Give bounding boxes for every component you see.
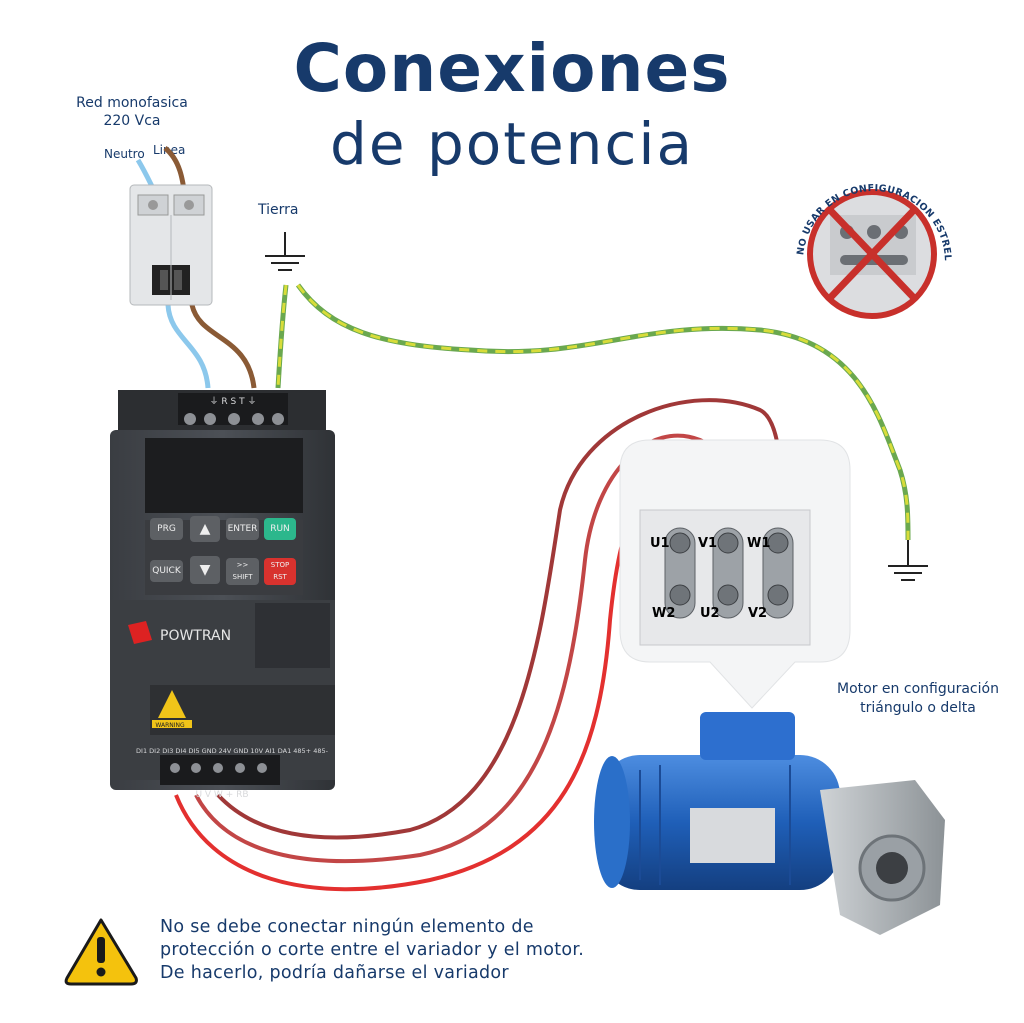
motor-label-line1: Motor en configuración <box>837 681 999 697</box>
vfd-key-shift: >> SHIFT <box>226 558 259 585</box>
warning-line1: No se debe conectar ningún elemento de <box>160 917 534 937</box>
terminal-u2: U2 <box>700 606 720 621</box>
ground-symbol-top <box>265 232 305 271</box>
warning-line2: protección o corte entre el variador y e… <box>160 940 585 960</box>
terminal-v2: V2 <box>748 606 767 621</box>
supply-voltage: 220 Vca <box>103 113 161 129</box>
supply-label: Red monofasica <box>76 95 188 111</box>
neutral-label: Neutro <box>104 147 145 161</box>
vfd-key-run: RUN <box>264 518 296 540</box>
terminal-callout <box>619 439 851 709</box>
terminal-w1: W1 <box>747 536 770 551</box>
terminal-u1: U1 <box>650 536 670 551</box>
warning-icon <box>64 918 138 986</box>
ground-label: Tierra <box>258 202 299 218</box>
vfd-key-enter: ENTER <box>226 518 259 540</box>
vfd-brand: POWTRAN <box>160 628 231 644</box>
terminal-v1: V1 <box>698 536 717 551</box>
vfd-key-prg: PRG <box>150 518 183 540</box>
ground-wire <box>275 283 911 541</box>
vfd-control-terminals: DI1 DI2 DI3 DI4 DI5 GND 24V GND 10V AI1 … <box>136 747 329 755</box>
motor <box>594 712 945 935</box>
ground-symbol-motor <box>888 540 928 581</box>
motor-label-line2: triángulo o delta <box>860 700 976 716</box>
vfd-output-terminals: U V W + RB <box>195 790 248 800</box>
vfd-drive <box>110 390 335 790</box>
vfd-key-down-icon: ▼ <box>190 556 220 584</box>
terminal-w2: W2 <box>652 606 675 621</box>
breaker <box>129 184 213 306</box>
page-subtitle: de potencia <box>330 110 694 178</box>
vfd-input-terminals: ⏚ R S T ⏚ <box>210 396 257 407</box>
warning-line3: De hacerlo, podría dañarse el variador <box>160 963 509 983</box>
vfd-key-quick: QUICK <box>150 560 183 582</box>
vfd-key-stop: STOP RST <box>264 558 296 585</box>
vfd-key-up-icon: ▲ <box>190 516 220 542</box>
page-title: Conexiones <box>293 30 731 107</box>
vfd-warning-tag: WARNING <box>155 722 185 729</box>
